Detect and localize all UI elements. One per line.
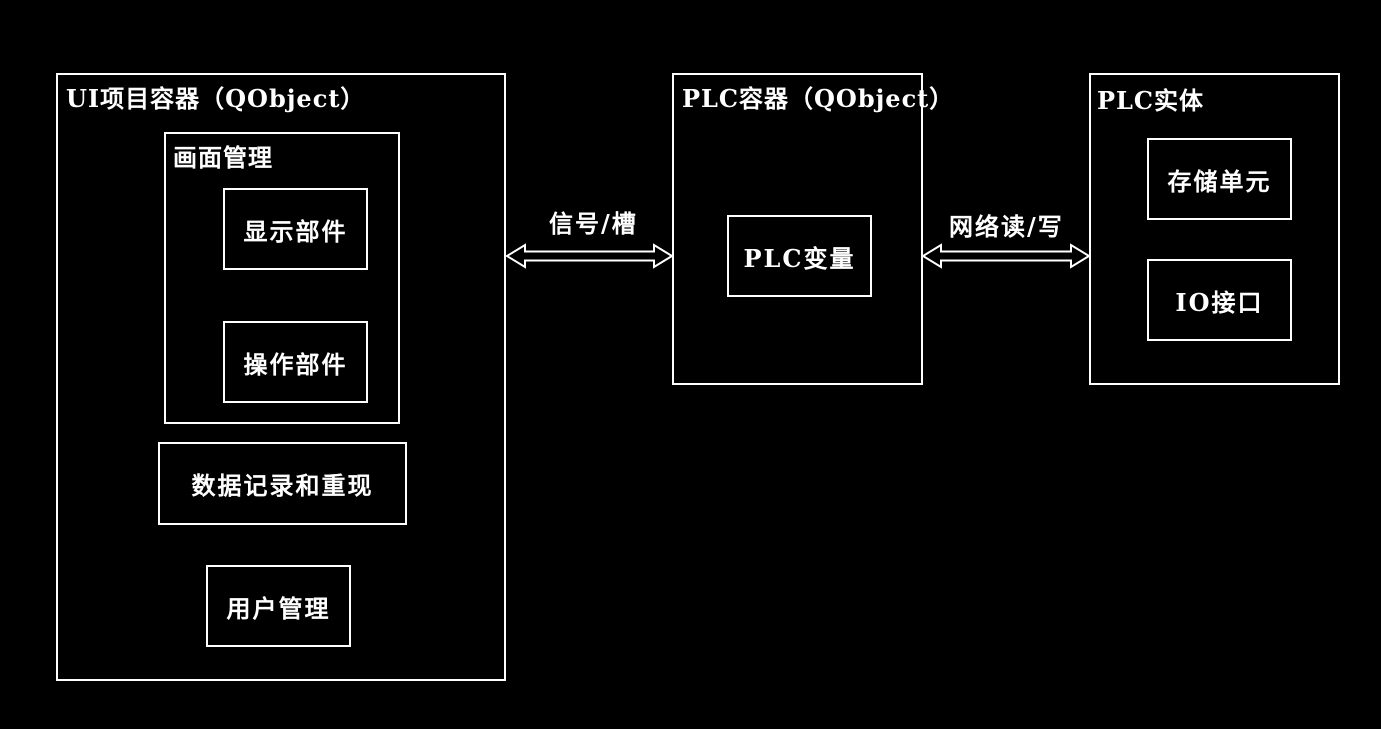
user-management-label: 用户管理 — [226, 593, 331, 623]
data-record-label: 数据记录和重现 — [191, 471, 374, 500]
plc-entity: PLC实体 — [1089, 73, 1340, 385]
screen-management-box: 画面管理 — [164, 132, 400, 424]
io-interface-box: IO接口 — [1147, 259, 1292, 341]
signal-slot-label: 信号/槽 — [549, 209, 638, 238]
display-component-box: 显示部件 — [223, 188, 368, 270]
plc-container: PLC容器（QObject） — [672, 73, 953, 385]
plc-variable-box: PLC变量 — [727, 215, 872, 297]
plc-variable-label: PLC变量 — [743, 243, 856, 273]
signal-slot-arrow — [505, 243, 674, 269]
operation-component-box: 操作部件 — [223, 321, 368, 403]
data-record-box: 数据记录和重现 — [158, 442, 407, 525]
screen-management-title: 画面管理 — [173, 143, 273, 172]
network-rw-label: 网络读/写 — [949, 212, 1064, 241]
storage-unit-label: 存储单元 — [1167, 166, 1272, 196]
user-management-box: 用户管理 — [206, 565, 351, 647]
display-component-label: 显示部件 — [243, 216, 348, 246]
plc-entity-title: PLC实体 — [1097, 86, 1205, 115]
operation-component-label: 操作部件 — [243, 349, 348, 379]
storage-unit-box: 存储单元 — [1147, 138, 1292, 220]
network-rw-arrow — [921, 243, 1091, 269]
ui-project-container-title: UI项目容器（QObject） — [66, 84, 366, 113]
io-interface-label: IO接口 — [1175, 287, 1264, 317]
ui-project-container: UI项目容器（QObject） — [56, 73, 506, 681]
plc-container-title: PLC容器（QObject） — [682, 84, 955, 113]
